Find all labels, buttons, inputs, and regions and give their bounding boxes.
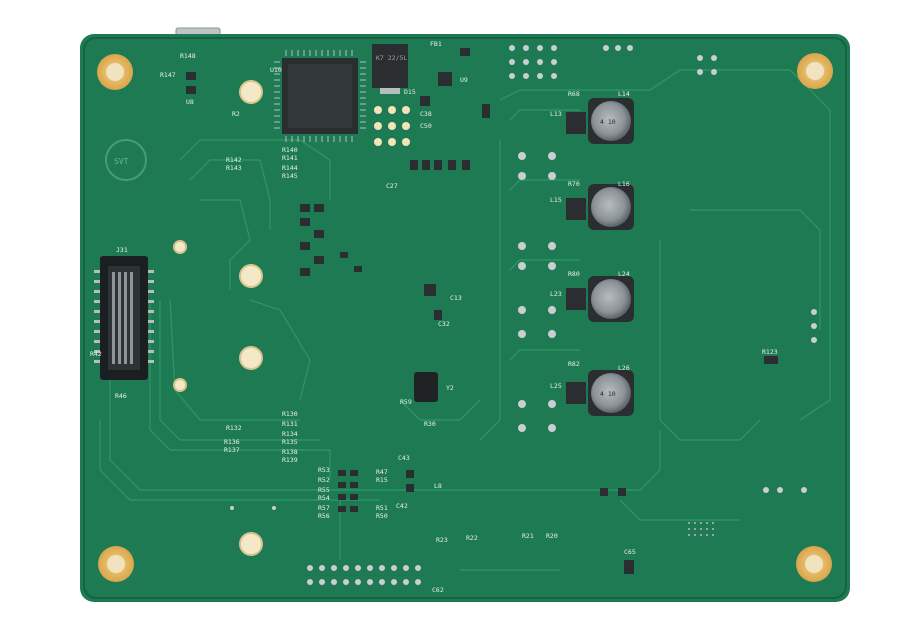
svg-text:C65: C65 [624, 548, 636, 556]
svg-text:R54: R54 [318, 494, 330, 502]
svg-text:R139: R139 [282, 456, 298, 464]
svg-text:C42: C42 [396, 502, 408, 510]
svg-text:R42: R42 [90, 350, 102, 358]
svg-text:R30: R30 [424, 420, 436, 428]
svg-text:R145: R145 [282, 172, 298, 180]
via-arrays [230, 45, 817, 510]
svg-text:R134: R134 [282, 430, 298, 438]
copper-traces [99, 69, 831, 571]
test-pad-array [688, 522, 714, 536]
svg-text:R57: R57 [318, 504, 330, 512]
header-pins [307, 565, 421, 585]
svg-text:R142: R142 [226, 156, 242, 164]
svg-text:R143: R143 [226, 164, 242, 172]
qfp-chip-u10 [274, 50, 366, 142]
svg-text:R22: R22 [466, 534, 478, 542]
svg-text:R148: R148 [180, 52, 196, 60]
svg-text:R2: R2 [232, 110, 240, 118]
svg-text:C50: C50 [420, 122, 432, 130]
svg-text:L16: L16 [618, 180, 630, 188]
connector-j31 [94, 256, 154, 380]
svg-text:R47: R47 [376, 468, 388, 476]
svg-text:U9: U9 [460, 76, 468, 84]
svg-text:R131: R131 [282, 420, 298, 428]
svg-text:R23: R23 [436, 536, 448, 544]
svg-text:L23: L23 [550, 290, 562, 298]
svg-text:Y2: Y2 [446, 384, 454, 392]
regulator-chip: K7 22/5L [372, 44, 408, 94]
plated-holes [173, 80, 263, 556]
svg-text:L14: L14 [618, 90, 630, 98]
svg-text:R136: R136 [224, 438, 240, 446]
pcb-substrate [80, 34, 850, 602]
svg-text:R82: R82 [568, 360, 580, 368]
svg-text:C27: C27 [386, 182, 398, 190]
svg-text:R123: R123 [762, 348, 778, 356]
svg-text:R51: R51 [376, 504, 388, 512]
svg-text:J31: J31 [116, 246, 128, 254]
svg-text:R144: R144 [282, 164, 298, 172]
svg-text:R147: R147 [160, 71, 176, 79]
svg-text:R53: R53 [318, 466, 330, 474]
svg-text:R80: R80 [568, 270, 580, 278]
svg-text:L26: L26 [618, 364, 630, 372]
svg-text:U10: U10 [270, 66, 282, 74]
svg-text:SVT: SVT [114, 157, 129, 166]
svg-text:R21: R21 [522, 532, 534, 540]
svt-logo: SVT [105, 139, 147, 181]
crystal-y2 [414, 372, 438, 402]
svg-text:R137: R137 [224, 446, 240, 454]
svg-text:R52: R52 [318, 476, 330, 484]
svg-text:L25: L25 [550, 382, 562, 390]
svg-text:R56: R56 [318, 512, 330, 520]
svg-text:R132: R132 [226, 424, 242, 432]
svg-text:FB1: FB1 [430, 40, 442, 48]
svg-text:R141: R141 [282, 154, 298, 162]
svg-text:R20: R20 [546, 532, 558, 540]
svg-text:R135: R135 [282, 438, 298, 446]
svg-text:C62: C62 [432, 586, 444, 594]
svg-text:C43: C43 [398, 454, 410, 462]
svg-text:R138: R138 [282, 448, 298, 456]
svg-text:L8: L8 [434, 482, 442, 490]
svg-text:4 10: 4 10 [600, 390, 616, 398]
svg-text:R50: R50 [376, 512, 388, 520]
svg-text:R70: R70 [568, 180, 580, 188]
svg-text:C32: C32 [438, 320, 450, 328]
svg-text:C38: C38 [420, 110, 432, 118]
svg-text:R140: R140 [282, 146, 298, 154]
svg-text:R130: R130 [282, 410, 298, 418]
svg-text:R59: R59 [400, 398, 412, 406]
svg-text:L24: L24 [618, 270, 630, 278]
svg-text:R15: R15 [376, 476, 388, 484]
svg-text:R68: R68 [568, 90, 580, 98]
svg-text:C13: C13 [450, 294, 462, 302]
svg-text:D15: D15 [404, 88, 416, 96]
power-inductors: 4 10 4 10 [566, 98, 634, 416]
svg-text:L13: L13 [550, 110, 562, 118]
svg-text:K7 22/5L: K7 22/5L [376, 54, 407, 62]
svg-text:4 10: 4 10 [600, 118, 616, 126]
silkscreen-labels: J31 U8 U10 U9 R147 R148 R2 R42 R46 L13 L… [90, 40, 778, 594]
svg-text:R55: R55 [318, 486, 330, 494]
smd-components [186, 48, 778, 574]
svg-text:L15: L15 [550, 196, 562, 204]
svg-text:U8: U8 [186, 98, 194, 106]
mounting-holes [97, 53, 833, 582]
svg-text:R46: R46 [115, 392, 127, 400]
